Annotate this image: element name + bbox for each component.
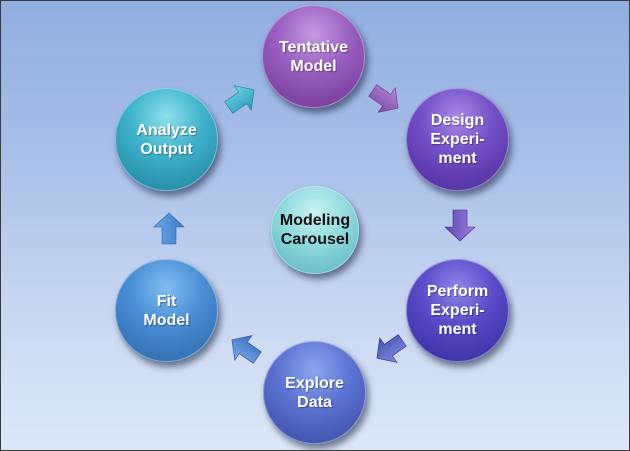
node-label: Explore Data: [285, 374, 344, 411]
node-label: Fit Model: [143, 292, 190, 329]
arrow-explore-to-fit: [231, 335, 262, 364]
center-label: Modeling Carousel: [279, 212, 351, 248]
center-node: Modeling Carousel: [271, 186, 359, 274]
node-explore-data: Explore Data: [263, 341, 366, 444]
arrow-analyze-to-tentative: [224, 85, 255, 114]
node-label: Perform Experi- ment: [426, 283, 489, 338]
node-analyze-output: Analyze Output: [115, 88, 218, 191]
arrow-fit-to-analyze: [153, 212, 185, 245]
node-design-experiment: Design Experi- ment: [406, 88, 509, 191]
node-label: Analyze Output: [136, 121, 197, 158]
arrow-perform-to-explore: [376, 334, 407, 363]
node-fit-model: Fit Model: [115, 259, 218, 362]
node-perform-experiment: Perform Experi- ment: [406, 259, 509, 362]
node-label: Tentative Model: [278, 38, 349, 75]
node-label: Design Experi- ment: [430, 112, 485, 167]
node-tentative-model: Tentative Model: [262, 5, 365, 108]
arrow-design-to-perform: [444, 209, 476, 242]
arrow-tentative-to-design: [368, 84, 399, 113]
